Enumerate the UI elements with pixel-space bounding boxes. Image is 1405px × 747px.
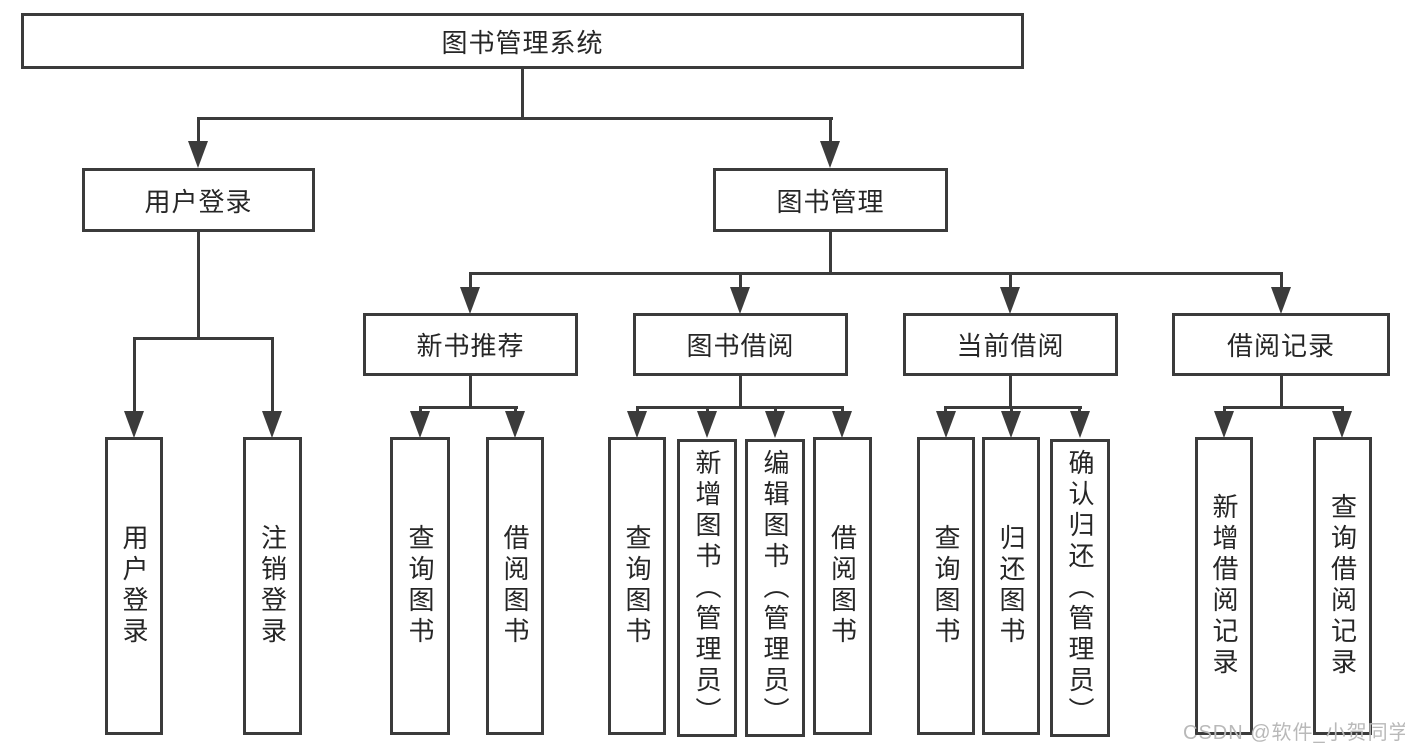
arrow-down-icon <box>820 141 840 168</box>
arrow-down-icon <box>936 411 956 438</box>
connector-line <box>133 337 274 340</box>
connector-line <box>636 406 639 414</box>
connector-line <box>1280 375 1283 408</box>
connector-line <box>514 406 517 414</box>
leaf-query-books-recommend: 查询图书 <box>390 437 450 735</box>
connector-line <box>841 406 844 414</box>
node-book-management: 图书管理 <box>713 168 948 232</box>
leaf-confirm-return-admin-label: 确认归还（管理员） <box>1065 448 1095 728</box>
leaf-query-borrow-record-label: 查询借阅记录 <box>1327 493 1358 679</box>
leaf-edit-books-admin-label: 编辑图书（管理员） <box>760 448 790 728</box>
node-current-borrowing: 当前借阅 <box>903 313 1118 376</box>
leaf-return-books-label: 归还图书 <box>996 524 1026 648</box>
connector-line <box>829 231 832 275</box>
arrow-down-icon <box>188 141 208 168</box>
connector-line <box>944 406 1082 409</box>
watermark: CSDN @软件_小贺同学 <box>1183 722 1405 744</box>
connector-line <box>1009 375 1012 408</box>
connector-line <box>469 272 1283 275</box>
connector-line <box>1078 406 1081 414</box>
leaf-borrow-books: 借阅图书 <box>813 437 872 735</box>
connector-line <box>944 406 947 414</box>
connector-line <box>419 406 518 409</box>
leaf-edit-books-admin: 编辑图书（管理员） <box>745 439 805 737</box>
arrow-down-icon <box>730 287 750 314</box>
leaf-borrow-books-recommend: 借阅图书 <box>486 437 544 735</box>
node-borrowing-records-label: 借阅记录 <box>1226 331 1335 361</box>
arrow-down-icon <box>1332 411 1352 438</box>
connector-line <box>636 406 844 409</box>
leaf-borrow-books-label: 借阅图书 <box>827 524 858 648</box>
leaf-return-books: 归还图书 <box>982 437 1040 735</box>
leaf-add-borrow-record-label: 新增借阅记录 <box>1209 493 1239 679</box>
leaf-borrow-books-recommend-label: 借阅图书 <box>500 524 530 648</box>
arrow-down-icon <box>505 411 525 438</box>
connector-line <box>133 337 136 413</box>
connector-line <box>197 117 200 144</box>
arrow-down-icon <box>697 411 717 438</box>
node-new-book-recommend-label: 新书推荐 <box>416 331 525 361</box>
arrow-down-icon <box>1001 411 1021 438</box>
leaf-logout-label: 注销登录 <box>257 524 288 648</box>
leaf-confirm-return-admin: 确认归还（管理员） <box>1050 439 1110 737</box>
arrow-down-icon <box>262 411 282 438</box>
connector-line <box>1341 406 1344 414</box>
arrow-down-icon <box>410 411 430 438</box>
leaf-add-books-admin: 新增图书（管理员） <box>677 439 737 737</box>
leaf-add-borrow-record: 新增借阅记录 <box>1195 437 1253 735</box>
node-user-login: 用户登录 <box>82 168 315 232</box>
leaf-query-books-borrow: 查询图书 <box>608 437 666 735</box>
connector-line <box>197 117 833 120</box>
leaf-query-books-current: 查询图书 <box>917 437 975 735</box>
connector-line <box>829 117 832 144</box>
arrow-down-icon <box>765 411 785 438</box>
connector-line <box>197 231 200 340</box>
node-root-label: 图书管理系统 <box>441 27 604 58</box>
leaf-query-books-borrow-label: 查询图书 <box>622 524 652 648</box>
arrow-down-icon <box>124 411 144 438</box>
node-root: 图书管理系统 <box>21 13 1024 69</box>
connector-line <box>271 337 274 413</box>
leaf-add-books-admin-label: 新增图书（管理员） <box>692 448 722 728</box>
arrow-down-icon <box>460 287 480 314</box>
arrow-down-icon <box>832 411 852 438</box>
node-user-login-label: 用户登录 <box>144 186 253 217</box>
node-book-management-label: 图书管理 <box>776 186 885 217</box>
leaf-query-borrow-record: 查询借阅记录 <box>1313 437 1372 735</box>
connector-line <box>521 68 524 120</box>
leaf-user-login: 用户登录 <box>105 437 163 735</box>
leaf-user-login-label: 用户登录 <box>119 524 149 648</box>
connector-line <box>774 406 777 414</box>
node-book-borrowing-label: 图书借阅 <box>686 331 795 361</box>
arrow-down-icon <box>1271 287 1291 314</box>
arrow-down-icon <box>1000 287 1020 314</box>
connector-line <box>1010 406 1013 414</box>
leaf-logout: 注销登录 <box>243 437 302 735</box>
connector-line <box>1009 272 1012 290</box>
connector-line <box>739 375 742 408</box>
node-book-borrowing: 图书借阅 <box>633 313 848 376</box>
connector-line <box>1280 272 1283 290</box>
leaf-query-books-recommend-label: 查询图书 <box>405 524 435 648</box>
node-borrowing-records: 借阅记录 <box>1172 313 1390 376</box>
node-new-book-recommend: 新书推荐 <box>363 313 578 376</box>
connector-line <box>706 406 709 414</box>
connector-line <box>1223 406 1344 409</box>
connector-line <box>419 406 422 414</box>
arrow-down-icon <box>1070 411 1090 438</box>
connector-line <box>469 272 472 290</box>
arrow-down-icon <box>627 411 647 438</box>
leaf-query-books-current-label: 查询图书 <box>931 524 961 648</box>
connector-line <box>469 375 472 408</box>
arrow-down-icon <box>1214 411 1234 438</box>
node-current-borrowing-label: 当前借阅 <box>956 331 1065 361</box>
connector-line <box>1223 406 1226 414</box>
connector-line <box>739 272 742 290</box>
